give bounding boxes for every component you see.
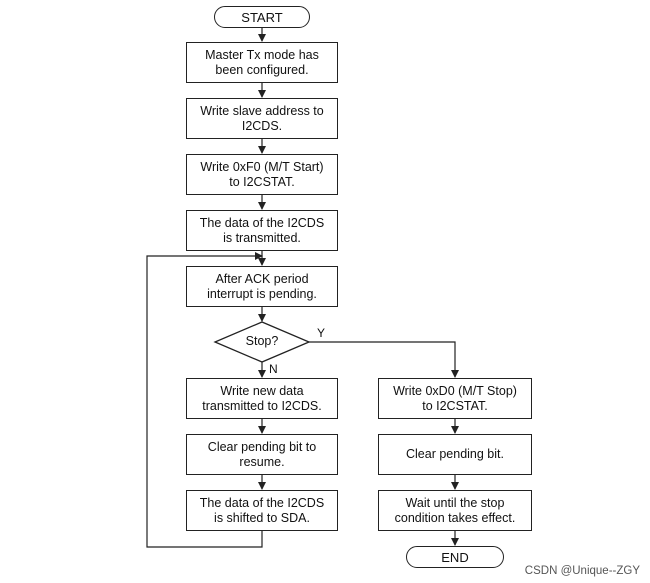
step-write-slave-address: Write slave address to I2CDS. — [186, 98, 338, 139]
step-write-stop: Write 0xD0 (M/T Stop) to I2CSTAT. — [378, 378, 532, 419]
step-master-tx-configured: Master Tx mode has been configured. — [186, 42, 338, 83]
step-write-start: Write 0xF0 (M/T Start) to I2CSTAT. — [186, 154, 338, 195]
decision-diamond — [213, 321, 311, 363]
yes-label: Y — [317, 326, 326, 340]
step-clear-pending-resume: Clear pending bit to resume. — [186, 434, 338, 475]
step-wait-stop-condition: Wait until the stop condition takes effe… — [378, 490, 532, 531]
no-label: N — [269, 362, 278, 376]
start-terminal: START — [214, 6, 310, 28]
step-data-transmitted: The data of the I2CDS is transmitted. — [186, 210, 338, 251]
step-data-shifted-sda: The data of the I2CDS is shifted to SDA. — [186, 490, 338, 531]
step-ack-interrupt-pending: After ACK period interrupt is pending. — [186, 266, 338, 307]
end-terminal: END — [406, 546, 504, 568]
decision-label: Stop? — [245, 334, 279, 348]
watermark-text: CSDN @Unique--ZGY — [524, 565, 640, 577]
step-clear-pending-bit: Clear pending bit. — [378, 434, 532, 475]
step-write-new-data: Write new data transmitted to I2CDS. — [186, 378, 338, 419]
